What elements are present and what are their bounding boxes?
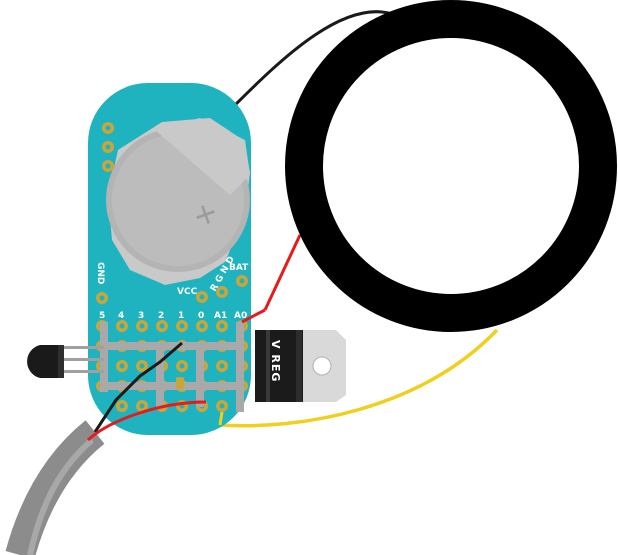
- solder-pad-hole: [219, 363, 225, 369]
- solder-pad-hole: [219, 403, 225, 409]
- bat-label: BAT: [229, 263, 249, 273]
- pin-label-0: 0: [198, 311, 204, 321]
- red-jumper: [86, 400, 207, 442]
- solder-pad-hole: [119, 323, 125, 329]
- proto-traces: [100, 322, 244, 412]
- pin-label-1: 1: [178, 311, 184, 321]
- regulator-label: V REG: [269, 340, 282, 382]
- solder-pad-hole: [159, 323, 165, 329]
- solder-pad-hole: [119, 363, 125, 369]
- pin-label-4: 4: [118, 311, 124, 321]
- red-wire-to-ring: [263, 234, 302, 311]
- pin-label-3: 3: [138, 311, 144, 321]
- gnd-label: GND: [95, 262, 105, 284]
- solder-pad-hole: [179, 363, 185, 369]
- battery-holder: +: [106, 118, 250, 285]
- grey-cable: [5, 420, 105, 555]
- pin-label-5: 5: [99, 311, 105, 321]
- black-wire: [226, 10, 403, 114]
- solder-pad-hole: [219, 323, 225, 329]
- solder-blob: [176, 377, 184, 389]
- pin-label-a1: A1: [214, 311, 227, 321]
- ring-speaker: [285, 0, 617, 332]
- solder-pad-hole: [179, 323, 185, 329]
- vcc-label: VCC: [177, 287, 198, 297]
- solder-pad-hole: [199, 323, 205, 329]
- yellow-wire-stub: [218, 411, 224, 426]
- solder-pad-hole: [139, 403, 145, 409]
- black-jumper: [93, 341, 183, 433]
- left-pads: [96, 122, 114, 304]
- voltage-regulator: V REG: [255, 330, 346, 402]
- red-wire-segment: [241, 308, 266, 324]
- pin-label-a0: A0: [234, 311, 247, 321]
- pin-labels: 5 4 3 2 1 0 A1 A0: [99, 311, 247, 321]
- pin-label-2: 2: [158, 311, 164, 321]
- solder-pad-hole: [139, 323, 145, 329]
- solder-pad-hole: [119, 403, 125, 409]
- power-pads: [196, 275, 248, 303]
- yellow-wire: [219, 328, 499, 428]
- temperature-sensor: [27, 345, 104, 378]
- solder-pad-hole: [139, 363, 145, 369]
- grey-cable-shade: [27, 437, 94, 555]
